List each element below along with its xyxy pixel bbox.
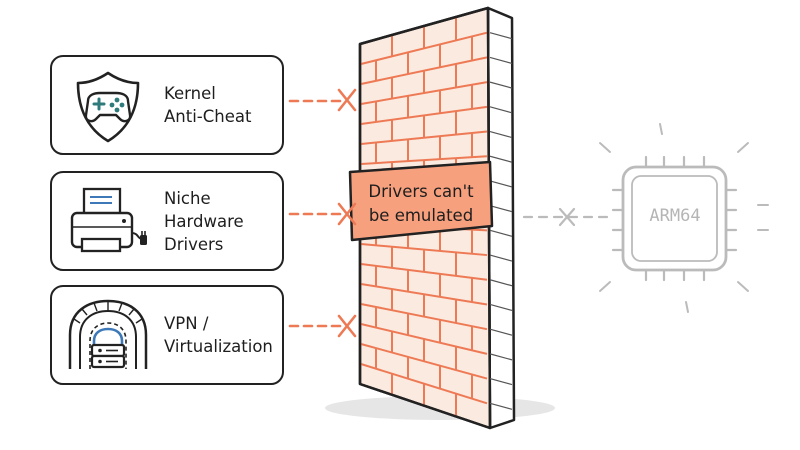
side-brick-line [489,229,513,237]
side-brick-line [489,32,513,40]
label-line: Kernel [164,84,216,103]
side-brick-line [489,155,513,163]
side-brick-line [489,81,513,89]
side-brick-line [489,378,513,386]
tunnel-server-icon [68,299,148,369]
label-line: Hardware [164,211,244,231]
side-brick-line [489,56,513,64]
side-brick-line [489,328,513,336]
side-brick-line [489,180,513,188]
side-brick-line [489,279,513,287]
banner-line: Drivers can't [368,182,474,201]
blocked-item-card-kernel-anti-cheat: Kernel Anti-Cheat [50,55,284,155]
x-mark-icon [337,314,357,338]
side-brick-line [489,303,513,312]
blocked-item-card-niche-hardware-drivers: Niche Hardware Drivers [50,171,284,271]
shield-gamepad-icon [76,71,140,143]
wall-front-outline [358,6,492,430]
side-brick-line [489,130,513,139]
side-brick-line [489,106,513,114]
blocked-item-label: Kernel Anti-Cheat [164,57,276,153]
x-mark-icon [337,88,357,112]
label-line: Drivers [164,234,224,254]
chip-connection [522,207,614,227]
banner-line: be emulated [368,206,474,225]
printer-plug-icon [70,187,147,253]
blocked-item-card-vpn-virtualization: VPN / Virtualization [50,285,284,385]
label-line: Niche [164,188,211,208]
arm64-chip-icon [599,123,769,313]
side-brick-line [489,205,513,213]
glow-rays [599,123,769,313]
x-mark-icon [558,207,576,227]
label-line: Virtualization [164,337,273,356]
mortar-line [360,303,488,331]
wall-banner-text: Drivers can't be emulated [352,176,490,232]
banner-patch [348,160,494,242]
blocked-item-label: Niche Hardware Drivers [164,173,276,269]
chip-label: ARM64 [649,206,701,226]
blocked-item-label: VPN / Virtualization [164,287,276,383]
side-brick-line [489,254,513,262]
x-mark-icon [337,202,357,226]
label-line: VPN / [164,314,209,333]
label-line: Anti-Cheat [164,107,252,126]
side-brick-line [489,402,513,410]
mortar-line [360,31,488,65]
side-brick-line [489,353,513,361]
